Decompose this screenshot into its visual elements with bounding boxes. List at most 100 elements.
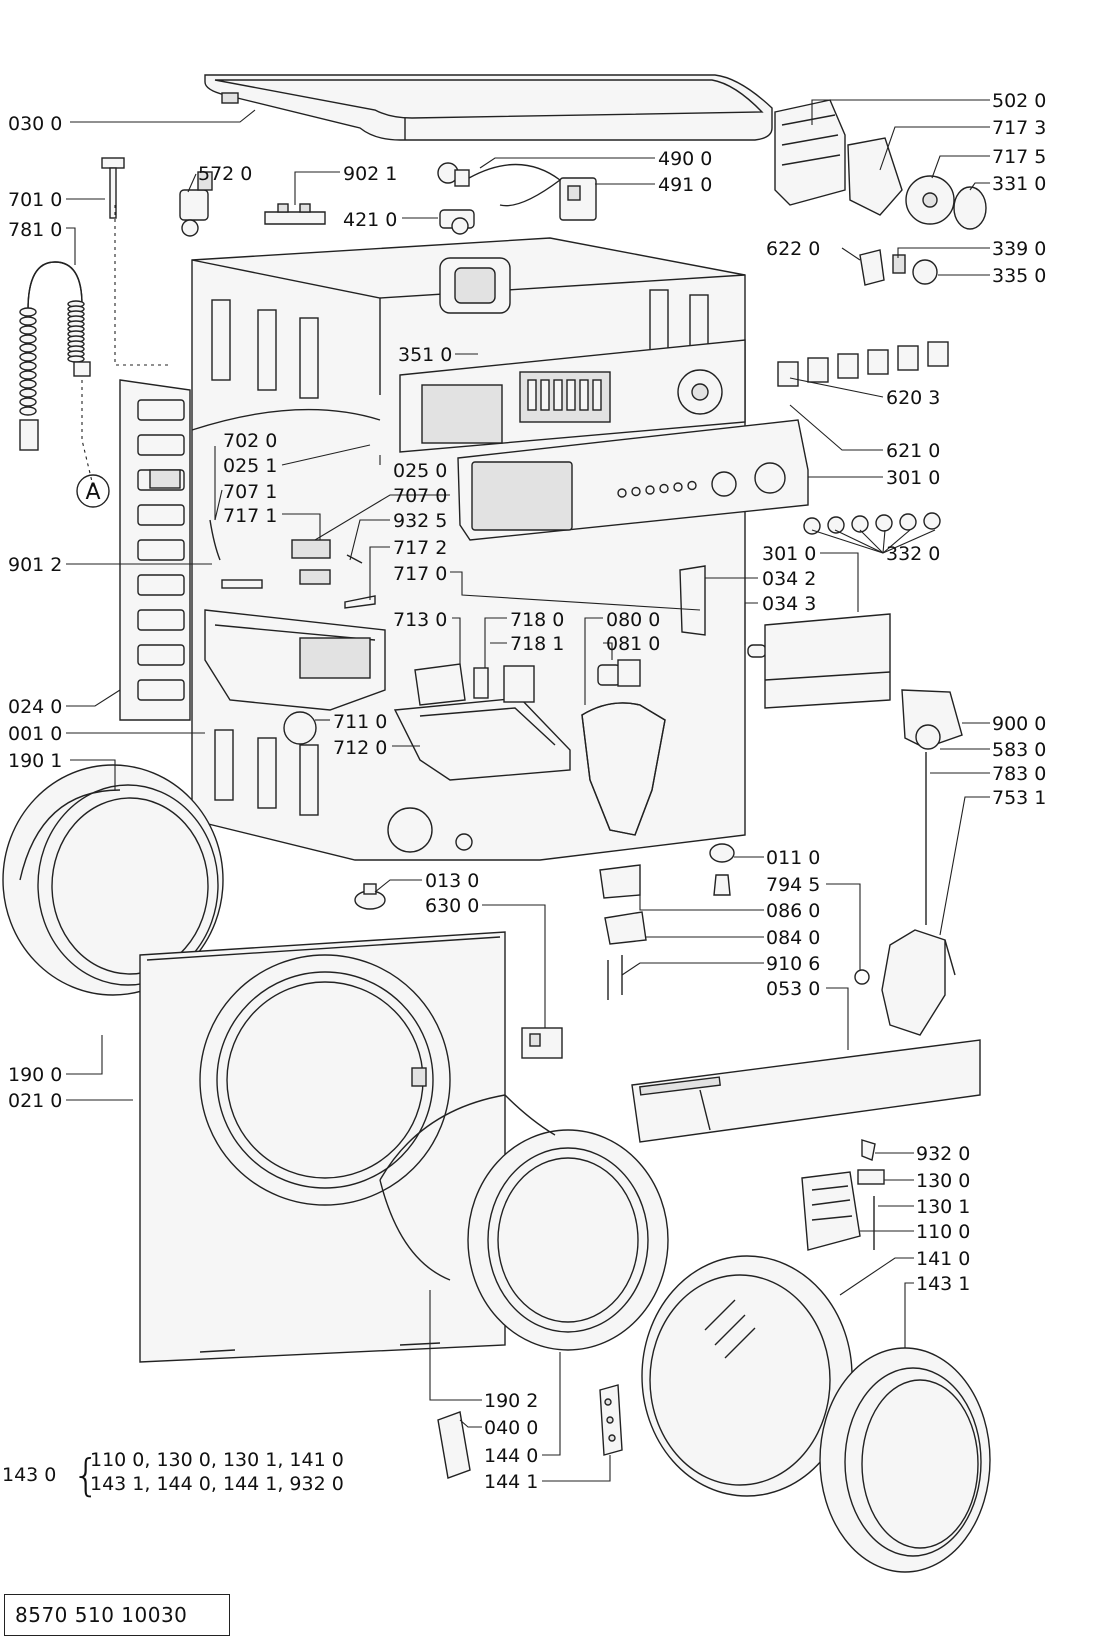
leader-p7070 (314, 494, 450, 541)
panel-led (645, 485, 655, 495)
leader-p0400 (459, 1419, 482, 1428)
leader-p7171 (282, 513, 321, 540)
leader-p3320-3 (859, 529, 884, 554)
leader-p7071 (214, 489, 223, 521)
part-label-p0010: 001 0 (8, 723, 62, 745)
part-label-p7810: 781 0 (8, 219, 62, 241)
leader-p1902 (429, 1290, 482, 1401)
leader-p7531 (939, 796, 990, 936)
leader-p7170 (450, 571, 701, 611)
board-switch (592, 379, 602, 411)
leader-p7173 (879, 126, 990, 171)
part-label-p6300: 630 0 (425, 895, 479, 917)
inlet-hose-drawing (19, 205, 170, 491)
control-panel-drawing (457, 419, 809, 541)
leader-p0810 (603, 642, 613, 660)
push-button-part (777, 361, 799, 387)
hose-ring (19, 334, 37, 344)
part-label-p1440: 144 0 (484, 1445, 538, 1467)
leader-p0343 (744, 602, 758, 645)
leader-p1900 (66, 1035, 103, 1075)
seal-drawing (581, 702, 666, 836)
part-label-p3350: 335 0 (992, 265, 1046, 287)
part-label-p4910: 491 0 (658, 174, 712, 196)
part-label-p3510: 351 0 (398, 344, 452, 366)
part-label-p3390: 339 0 (992, 238, 1046, 260)
push-button-part (837, 353, 859, 379)
hose-ring (19, 379, 37, 389)
leader-p7945 (826, 883, 861, 970)
part-label-p7010: 701 0 (8, 189, 62, 211)
part-label-p7171: 717 1 (223, 505, 277, 527)
hose-ring (19, 352, 37, 362)
part-label-p3320: 332 0 (886, 543, 940, 565)
cabinet-slot (299, 317, 319, 399)
detergent-dispenser-drawing (204, 519, 386, 745)
part-label-p6203: 620 3 (886, 387, 940, 409)
control-unit-drawing (774, 99, 987, 286)
part-label-p7130: 713 0 (393, 609, 447, 631)
part-label-p1441: 144 1 (484, 1471, 538, 1493)
front-panel-drawing (139, 931, 506, 1363)
panel-led (659, 483, 669, 494)
leader-p3320-6 (882, 529, 936, 554)
leader-p9021 (294, 171, 340, 205)
leader-p3310 (969, 182, 990, 191)
leader-p3320-5 (882, 529, 911, 554)
part-label-p7830: 783 0 (992, 763, 1046, 785)
door-handle-parts (437, 1139, 885, 1479)
part-label-p9320: 932 0 (916, 1143, 970, 1165)
part-label-p1902: 190 2 (484, 1390, 538, 1412)
part-label-p4900: 490 0 (658, 148, 712, 170)
part-label-p7020: 702 0 (223, 430, 277, 452)
part-label-p0301: 030 0 (8, 113, 62, 135)
panel-led (687, 480, 697, 491)
leader-p7810 (66, 227, 76, 265)
part-label-p9021: 902 1 (343, 163, 397, 185)
part-label-p1300: 130 0 (916, 1170, 970, 1192)
push-button-part (897, 345, 919, 371)
knob-part (923, 512, 941, 530)
part-label-p4210: 421 0 (343, 209, 397, 231)
part-label-p7173: 717 3 (992, 117, 1046, 139)
knob-parts (803, 512, 941, 535)
part-label-p0800: 080 0 (606, 609, 660, 631)
leader-p0301 (70, 109, 256, 123)
part-label-p0130: 013 0 (425, 870, 479, 892)
push-button-part (867, 349, 889, 375)
leader-p6210 (789, 404, 883, 451)
part-label-p7120: 712 0 (333, 737, 387, 759)
rear-slot (137, 574, 185, 596)
door-ring-drawing (379, 1094, 669, 1351)
gasket-drawing (2, 764, 224, 996)
kit-label: 143 0 (2, 1464, 56, 1486)
kit-line-1: 110 0, 130 0, 130 1, 141 0 (90, 1449, 344, 1471)
part-label-p7172: 717 2 (393, 537, 447, 559)
part-label-p0251: 025 1 (223, 455, 277, 477)
part-label-p0840: 084 0 (766, 927, 820, 949)
leader-p6203 (789, 377, 884, 398)
part-label-p1100: 110 0 (916, 1221, 970, 1243)
part-label-p0342: 034 2 (762, 568, 816, 590)
plinth-drawing (631, 1039, 981, 1143)
leader-p5020 (811, 99, 990, 125)
part-label-p9012: 901 2 (8, 554, 62, 576)
knob-part (899, 513, 917, 531)
board-switch (540, 379, 550, 411)
leader-p0251 (281, 444, 371, 466)
leader-p3320-4 (882, 529, 886, 554)
part-label-p7175: 717 5 (992, 146, 1046, 168)
board-switch (527, 379, 537, 411)
hose-ring (19, 343, 37, 353)
rear-slot (137, 504, 185, 526)
push-button-part (807, 357, 829, 383)
part-label-p7531: 753 1 (992, 787, 1046, 809)
door-glass-drawing (641, 1255, 991, 1573)
part-label-p9325: 932 5 (393, 510, 447, 532)
drawer-drawing (393, 659, 641, 781)
knob-part (827, 516, 845, 534)
part-label-p6220: 622 0 (766, 238, 820, 260)
part-label-p1901: 190 1 (8, 750, 62, 772)
leader-p4900 (479, 157, 655, 169)
